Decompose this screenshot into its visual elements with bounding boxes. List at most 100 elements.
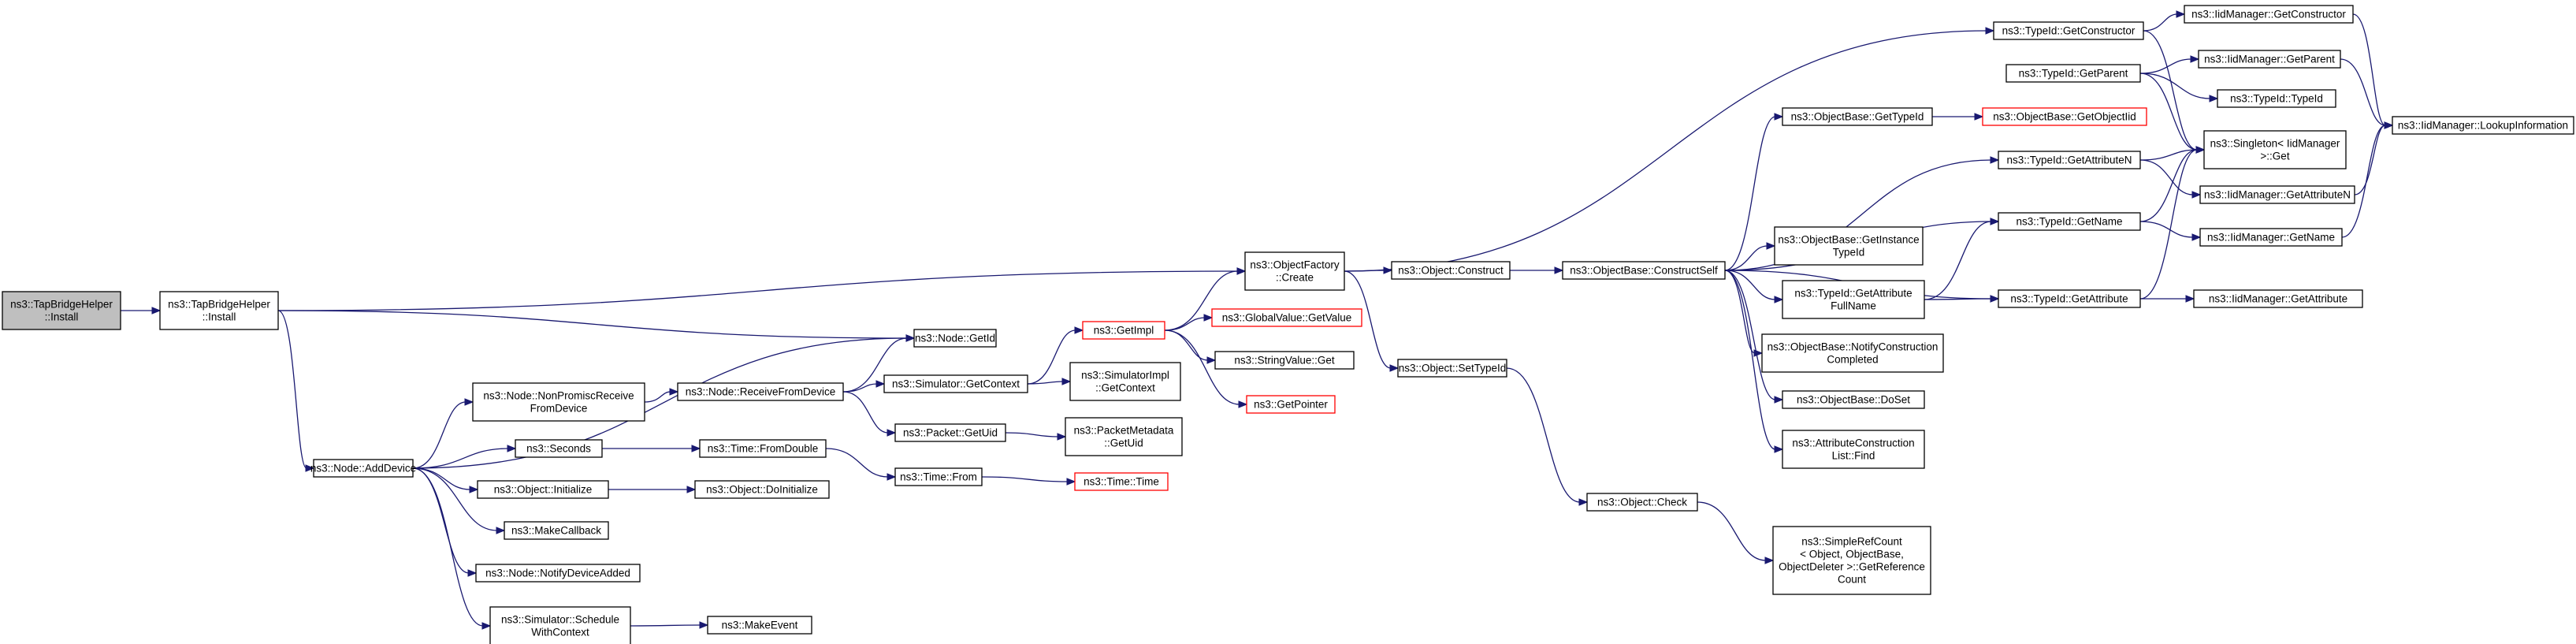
edge-arrowhead	[2209, 95, 2219, 102]
node-box	[1391, 261, 1511, 280]
edge-n17-to-n20	[2143, 30, 2206, 154]
node-label: ns3::IidManager::GetParent	[2204, 54, 2335, 65]
edge-n38-to-n44	[1005, 432, 1067, 441]
node-label: ns3::Time::Time	[1084, 476, 1159, 488]
node-box	[1065, 417, 1183, 456]
node-ns3-iidmanager-getattribute[interactable]: ns3::IidManager::GetAttribute	[2193, 289, 2363, 308]
node-ns3-objectbase-constructself[interactable]: ns3::ObjectBase::ConstructSelf	[1562, 261, 1726, 280]
edge-n7-to-n15	[1724, 270, 1784, 453]
node-ns3-node-notifydeviceadded[interactable]: ns3::Node::NotifyDeviceAdded	[475, 564, 641, 583]
edge-n18-to-n20	[2139, 73, 2206, 154]
node-ns3-iidmanager-getconstructor[interactable]: ns3::IidManager::GetConstructor	[2184, 5, 2354, 24]
node-ns3-packetmetadata-getuid[interactable]: ns3::PacketMetadata::GetUid	[1065, 417, 1183, 456]
node-ns3-object-initialize[interactable]: ns3::Object::Initialize	[477, 480, 609, 499]
node-ns3-typeid-getattributen[interactable]: ns3::TypeId::GetAttributeN	[1998, 151, 2141, 169]
node-ns3-iidmanager-getattributen[interactable]: ns3::IidManager::GetAttributeN	[2199, 185, 2355, 204]
node-ns3-typeid-typeid[interactable]: ns3::TypeId::TypeId	[2217, 89, 2336, 108]
node-box	[707, 616, 812, 635]
node-ns3-iidmanager-getname[interactable]: ns3::IidManager::GetName	[2199, 228, 2343, 247]
node-ns3-objectbase-gettypeid[interactable]: ns3::ObjectBase::GetTypeId	[1782, 107, 1933, 126]
node-box	[1782, 280, 1925, 319]
edge-n4-to-n35	[412, 467, 492, 630]
edge-n12-to-n10	[1924, 218, 2000, 300]
node-ns3-tapbridgehelper-install[interactable]: ns3::TapBridgeHelper::Install	[2, 291, 121, 330]
edge-line	[1724, 270, 1776, 400]
node-ns3-objectfactory-create[interactable]: ns3::ObjectFactory::Create	[1244, 251, 1345, 291]
edge-arrowhead	[1753, 349, 1764, 357]
node-label: ns3::TypeId::GetConstructor	[2002, 25, 2136, 37]
node-ns3-makeevent[interactable]: ns3::MakeEvent	[707, 616, 812, 635]
node-ns3-time-from[interactable]: ns3::Time::From	[894, 467, 983, 486]
node-ns3-node-receivefromdevice[interactable]: ns3::Node::ReceiveFromDevice	[677, 382, 844, 401]
node-ns3-simplerefcount-object-objectbase-objectdeleter-getreference-count[interactable]: ns3::SimpleRefCount< Object, ObjectBase,…	[1772, 526, 1931, 595]
node-ns3-getpointer[interactable]: ns3::GetPointer	[1246, 395, 1336, 414]
edge-n18-to-n26	[2139, 73, 2219, 102]
node-ns3-object-settypeid[interactable]: ns3::Object::SetTypeId	[1397, 359, 1507, 378]
edge-arrowhead	[469, 486, 479, 493]
node-ns3-objectbase-notifyconstruction-completed[interactable]: ns3::ObjectBase::NotifyConstructionCompl…	[1761, 333, 1944, 373]
node-box	[2199, 228, 2343, 247]
edge-arrowhead	[887, 429, 897, 437]
edge-n36-to-n3	[842, 334, 916, 393]
edge-line	[2354, 125, 2386, 195]
node-ns3-iidmanager-getparent[interactable]: ns3::IidManager::GetParent	[2198, 50, 2341, 69]
edge-line	[842, 391, 889, 434]
node-ns3-makecallback[interactable]: ns3::MakeCallback	[504, 521, 609, 540]
node-box	[472, 382, 645, 422]
node-box	[1774, 226, 1924, 266]
node-ns3-globalvalue-getvalue[interactable]: ns3::GlobalValue::GetValue	[1211, 308, 1362, 327]
node-box	[1069, 362, 1181, 401]
node-ns3-simulator-getcontext[interactable]: ns3::Simulator::GetContext	[883, 374, 1028, 393]
node-ns3-typeid-getconstructor[interactable]: ns3::TypeId::GetConstructor	[1993, 21, 2144, 40]
edge-arrowhead	[151, 307, 162, 315]
node-box	[1214, 351, 1355, 370]
edge-line	[2352, 13, 2386, 126]
node-ns3-objectbase-doset[interactable]: ns3::ObjectBase::DoSet	[1782, 390, 1925, 409]
node-ns3-objectbase-getobjectiid[interactable]: ns3::ObjectBase::GetObjectIid	[1982, 107, 2147, 126]
edge-line	[2139, 221, 2194, 238]
edge-line	[1344, 30, 1987, 272]
edge-arrowhead	[1061, 378, 1072, 385]
node-ns3-time-fromdouble[interactable]: ns3::Time::FromDouble	[699, 439, 827, 458]
node-ns3-object-check[interactable]: ns3::Object::Check	[1586, 493, 1698, 512]
edge-arrowhead	[1383, 266, 1393, 274]
node-ns3-stringvalue-get[interactable]: ns3::StringValue::Get	[1214, 351, 1355, 370]
node-ns3-singleton-iidmanager-get[interactable]: ns3::Singleton< IidManager >::Get	[2203, 130, 2347, 169]
edge-n25-to-n27	[2340, 58, 2394, 129]
edge-line	[2139, 149, 2198, 222]
node-ns3-node-adddevice[interactable]: ns3::Node::AddDevice	[310, 459, 416, 478]
node-ns3-object-doinitialize[interactable]: ns3::Object::DoInitialize	[694, 480, 830, 499]
node-ns3-object-construct[interactable]: ns3::Object::Construct	[1391, 261, 1511, 280]
edge-arrowhead	[2195, 146, 2206, 154]
node-ns3-packet-getuid[interactable]: ns3::Packet::GetUid	[894, 423, 1006, 442]
node-ns3-typeid-getattribute[interactable]: ns3::TypeId::GetAttribute	[1998, 289, 2141, 308]
node-label: ns3::ObjectBase::DoSet	[1797, 394, 1910, 406]
node-label: ns3::Object::Construct	[1398, 265, 1504, 277]
node-ns3-simulatorimpl-getcontext[interactable]: ns3::SimulatorImpl::GetContext	[1069, 362, 1181, 401]
edge-arrowhead	[467, 569, 478, 577]
node-ns3-typeid-getparent[interactable]: ns3::TypeId::GetParent	[2005, 64, 2141, 83]
edge-arrowhead	[1066, 478, 1076, 486]
edge-arrowhead	[1985, 27, 1995, 35]
node-ns3-node-getid[interactable]: ns3::Node::GetId	[913, 329, 997, 348]
node-ns3-seconds[interactable]: ns3::Seconds	[515, 439, 603, 458]
node-box	[883, 374, 1028, 393]
node-ns3-iidmanager-lookupinformation[interactable]: ns3::IidManager::LookupInformation	[2392, 116, 2574, 135]
node-label: ns3::StringValue::Get	[1234, 355, 1335, 367]
node-ns3-getimpl[interactable]: ns3::GetImpl	[1082, 321, 1165, 340]
node-box	[1211, 308, 1362, 327]
node-box	[1782, 107, 1933, 126]
edge-line	[412, 337, 908, 469]
node-ns3-tapbridgehelper-install[interactable]: ns3::TapBridgeHelper::Install	[159, 291, 279, 330]
node-ns3-time-time[interactable]: ns3::Time::Time	[1074, 472, 1169, 491]
node-label: TypeId	[1833, 247, 1865, 259]
edge-n4-to-n33	[412, 467, 506, 534]
node-ns3-typeid-getname[interactable]: ns3::TypeId::GetName	[1998, 212, 2141, 231]
node-label: FullName	[1831, 300, 1876, 312]
node-box	[1244, 251, 1345, 291]
